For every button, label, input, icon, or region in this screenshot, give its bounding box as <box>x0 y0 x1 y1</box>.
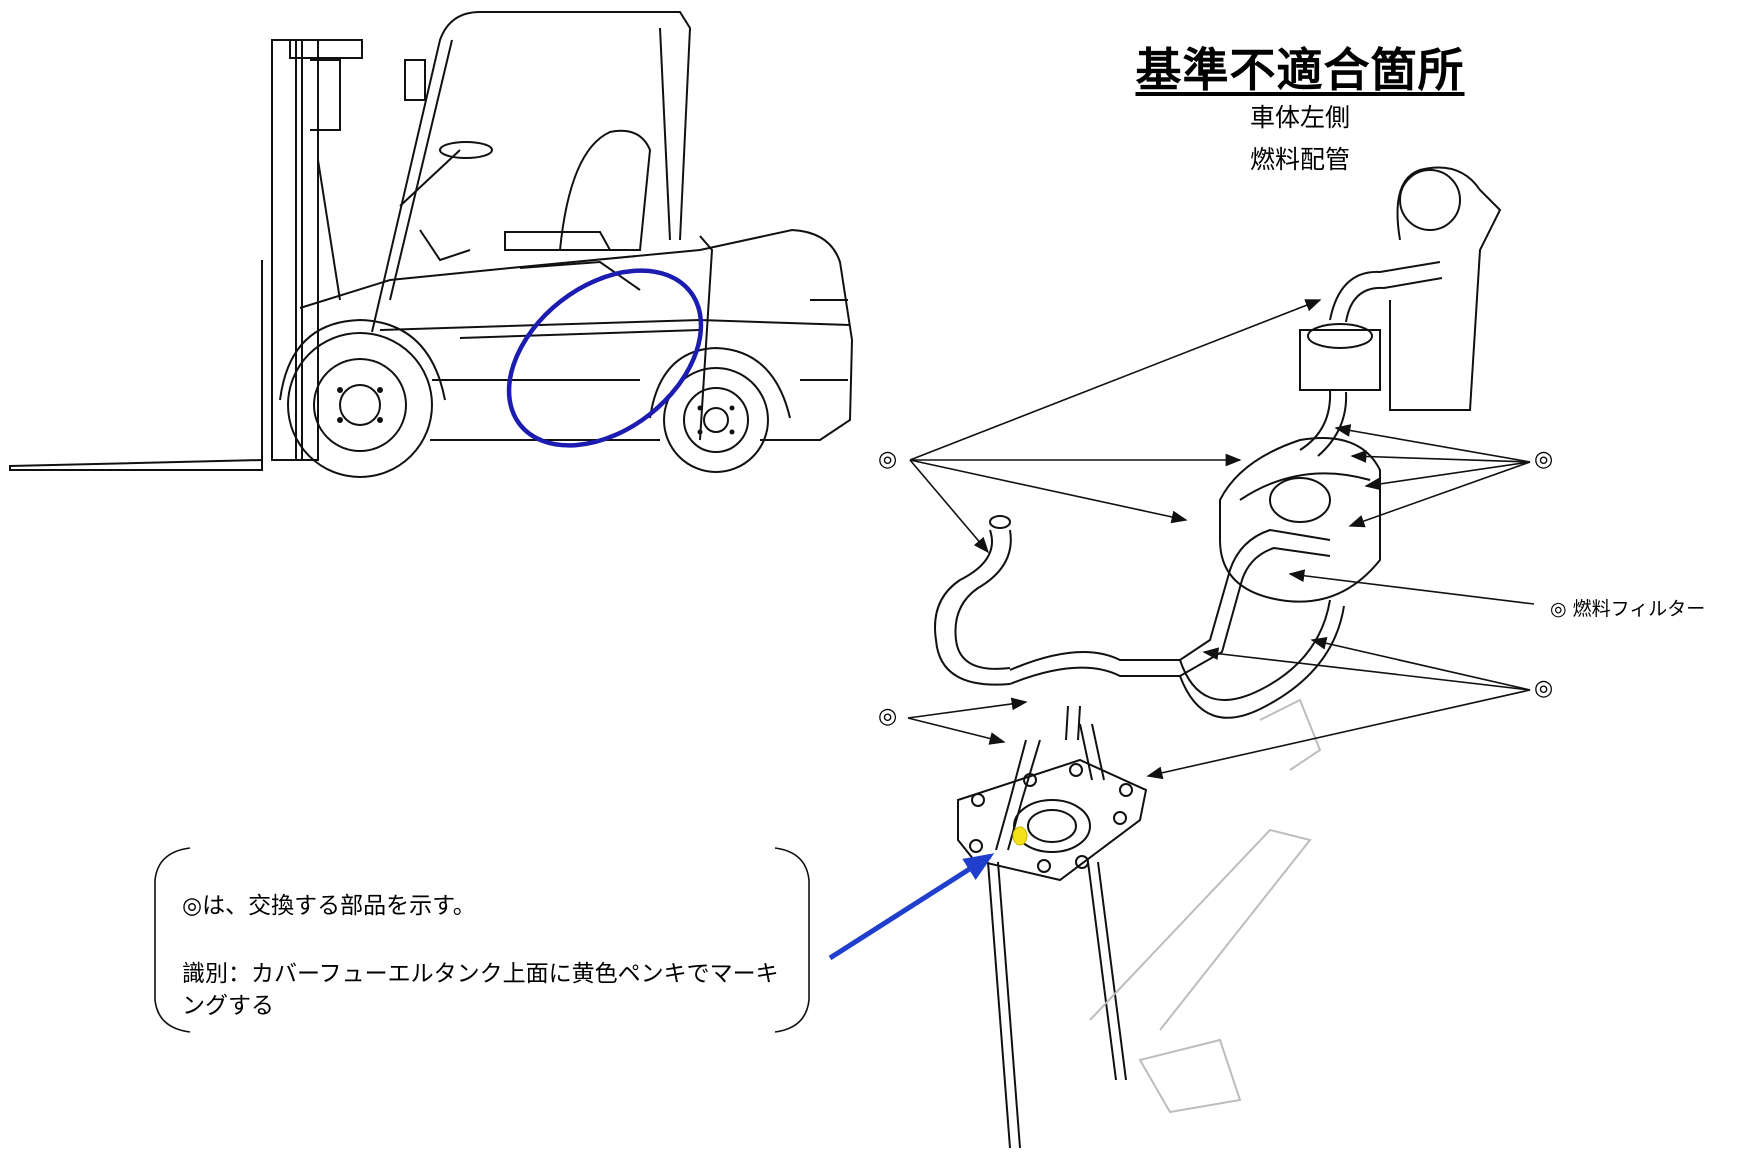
highlight-ellipse <box>506 268 704 448</box>
subtitle-location: 車体左側 <box>1249 103 1350 132</box>
fuel-filter-label: ◎ 燃料フィルター <box>1550 598 1706 620</box>
note-line-identification: 識別：カバーフューエルタンク上面に黄色ペンキでマーキングする <box>182 961 779 1019</box>
mark-symbol-left-lower: ◎ <box>878 704 898 729</box>
mark-symbol-right-lower: ◎ <box>1534 676 1554 701</box>
mark-symbol-right-upper: ◎ <box>1534 447 1554 472</box>
note-box: ◎は、交換する部品を示す。 識別：カバーフューエルタンク上面に黄色ペンキでマーキ… <box>152 840 792 1040</box>
note-bracket <box>154 847 810 1033</box>
note-line-legend: ◎は、交換する部品を示す。 <box>182 893 476 919</box>
subtitle-part: 燃料配管 <box>1249 145 1350 174</box>
paint-mark <box>1012 826 1028 846</box>
pointer-arrow <box>828 853 995 961</box>
mark-symbol-left-upper: ◎ <box>878 447 898 472</box>
page-title: 基準不適合箇所 <box>1135 43 1465 97</box>
